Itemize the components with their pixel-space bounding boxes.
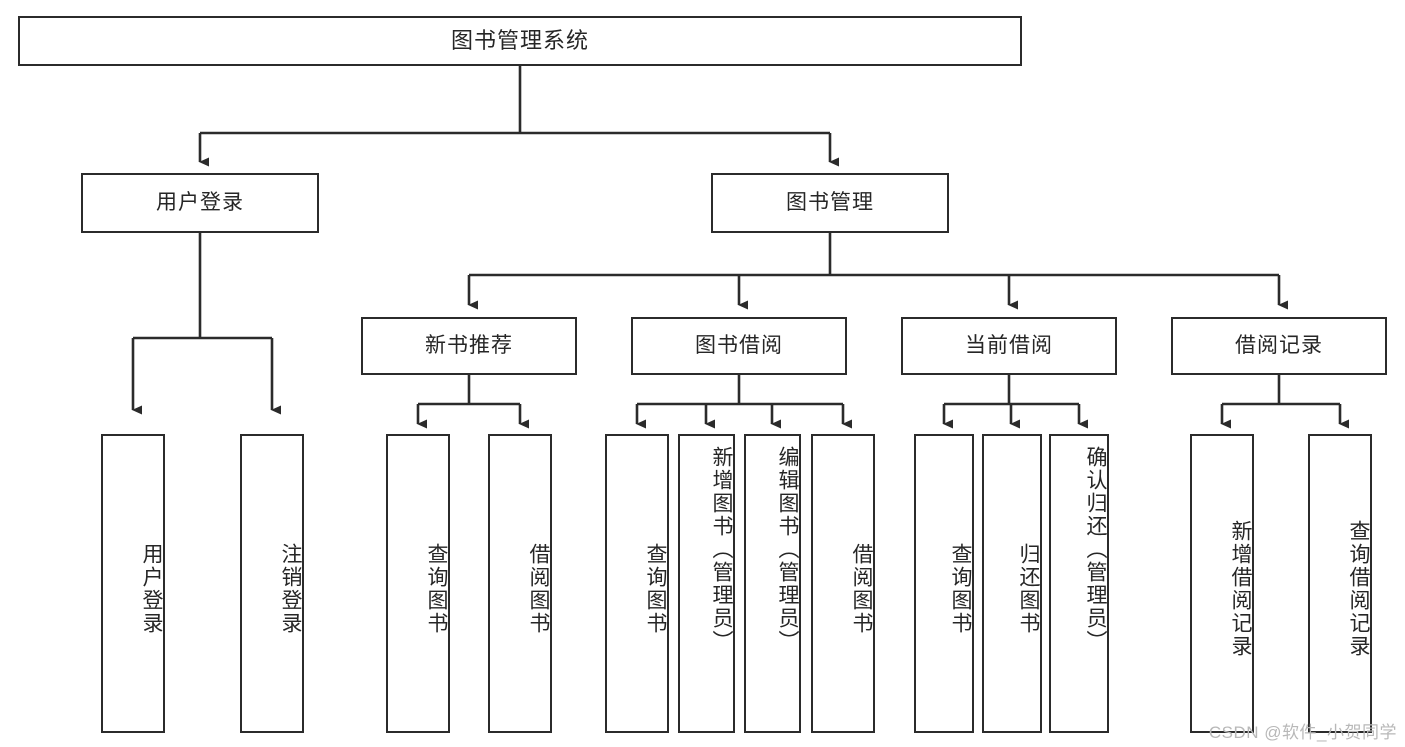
node-leaf-edit-book[interactable]: 编辑图书（管理员） [744,434,801,733]
node-book-manage[interactable]: 图书管理 [711,173,949,233]
node-label: 确认归还（管理员） [1084,446,1107,653]
node-label: 查询图书 [949,542,972,635]
node-label: 图书管理 [786,190,874,214]
node-leaf-add-record[interactable]: 新增借阅记录 [1190,434,1254,733]
node-label: 图书借阅 [695,333,783,357]
node-label: 新书推荐 [425,333,513,357]
csdn-watermark: CSDN @软件_小贺同学 [1208,723,1397,742]
node-label: 当前借阅 [965,333,1053,357]
node-leaf-query-record[interactable]: 查询借阅记录 [1308,434,1372,733]
node-label: 查询图书 [644,542,667,635]
node-book-borrow[interactable]: 图书借阅 [631,317,847,375]
node-label: 新增借阅记录 [1229,519,1252,658]
node-leaf-add-book[interactable]: 新增图书（管理员） [678,434,735,733]
node-leaf-confirm-return[interactable]: 确认归还（管理员） [1049,434,1109,733]
node-root-title[interactable]: 图书管理系统 [18,16,1022,66]
node-label: 编辑图书（管理员） [776,446,799,653]
node-label: 借阅记录 [1235,333,1323,357]
node-leaf-query-book-3[interactable]: 查询图书 [914,434,974,733]
node-label: 用户登录 [156,190,244,214]
node-borrow-record[interactable]: 借阅记录 [1171,317,1387,375]
node-label: 新增图书（管理员） [710,446,733,653]
node-leaf-user-login[interactable]: 用户登录 [101,434,165,733]
node-leaf-return-book[interactable]: 归还图书 [982,434,1042,733]
node-label: 归还图书 [1017,542,1040,635]
node-leaf-borrow-book-2[interactable]: 借阅图书 [811,434,875,733]
node-leaf-query-book-2[interactable]: 查询图书 [605,434,669,733]
node-label: 注销登录 [279,542,302,635]
node-new-book-recommend[interactable]: 新书推荐 [361,317,577,375]
node-leaf-borrow-book-1[interactable]: 借阅图书 [488,434,552,733]
node-label: 借阅图书 [850,542,873,635]
node-label: 查询借阅记录 [1347,519,1370,658]
node-leaf-query-book-1[interactable]: 查询图书 [386,434,450,733]
node-label: 用户登录 [140,542,163,635]
node-label: 图书管理系统 [450,28,589,54]
node-label: 借阅图书 [527,542,550,635]
node-leaf-logout-login[interactable]: 注销登录 [240,434,304,733]
node-current-borrow[interactable]: 当前借阅 [901,317,1117,375]
node-user-login[interactable]: 用户登录 [81,173,319,233]
node-label: 查询图书 [425,542,448,635]
